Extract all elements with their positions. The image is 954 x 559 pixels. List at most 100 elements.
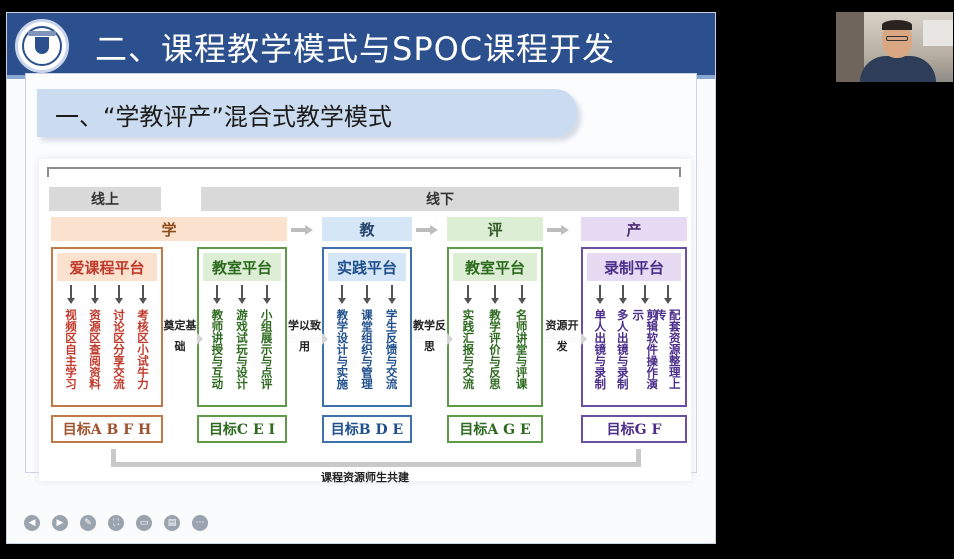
arrow-down-icon (362, 285, 372, 305)
slide-title: 二、课程教学模式与SPOC课程开发 (95, 30, 616, 68)
arrow-down-icon (337, 285, 347, 305)
platform-items: 教学设计与实施课堂组织与管理学生反馈与交流 (330, 285, 404, 399)
connector-arrow: 奠定基础 (163, 315, 203, 359)
slide-header: 二、课程教学模式与SPOC课程开发 (7, 13, 715, 79)
camera-icon-glyph: ▭ (136, 515, 152, 531)
platform-item-text: 配套资源整理上传 (653, 308, 682, 390)
more-icon[interactable]: ⋯ (189, 512, 211, 534)
platform-item-text: 讨论区分享交流 (112, 309, 126, 390)
goal-box: 目标A G E (447, 415, 543, 443)
arrow-down-icon (138, 285, 148, 305)
platform-item-text: 名师讲堂与评课 (514, 309, 529, 390)
platform-item-text: 教学评价与反思 (487, 309, 502, 390)
platform-item: 教师讲授与互动 (207, 285, 227, 399)
arrow-down-icon (663, 285, 673, 305)
platform-items: 教师讲授与互动游戏试玩与设计小组展示与点评 (205, 285, 279, 399)
arrow-down-icon (517, 285, 527, 305)
lane-online: 线上 (49, 187, 161, 211)
connector-label: 教学反思 (412, 315, 447, 357)
phase-arrow-icon (416, 225, 438, 235)
goal-box: 目标B D E (322, 415, 412, 443)
platform-item: 名师讲堂与评课 (512, 285, 532, 399)
screenshot-icon-glyph: ⛶ (108, 515, 124, 531)
platform-title: 实践平台 (328, 253, 406, 281)
phase-arrow-icon (291, 225, 313, 235)
arrow-down-icon (463, 285, 473, 305)
top-bracket (47, 167, 681, 177)
chat-icon-glyph: ▤ (164, 515, 180, 531)
platform-item-text: 考核区小试牛力 (136, 309, 150, 390)
webcam-video (836, 12, 953, 82)
arrow-down-icon (618, 285, 628, 305)
platform-box: 教室平台教师讲授与互动游戏试玩与设计小组展示与点评 (197, 247, 287, 407)
platform-title: 教室平台 (203, 253, 281, 281)
next-icon-glyph: ▶ (52, 515, 68, 531)
subtitle-banner: 一、“学教评产”混合式教学模式 (37, 89, 577, 137)
platform-items: 单人出镜与录制多人出镜与录制剪辑软件操作演示配套资源整理上传 (589, 285, 682, 399)
platform-item-text: 教师讲授与互动 (210, 309, 225, 390)
chat-icon[interactable]: ▤ (161, 512, 183, 534)
platform-item-text: 剪辑软件操作演示 (631, 308, 660, 390)
platform-item: 教学评价与反思 (485, 285, 505, 399)
connector-arrow: 教学反思 (412, 315, 453, 359)
platform-box: 实践平台教学设计与实施课堂组织与管理学生反馈与交流 (322, 247, 412, 407)
lane-offline: 线下 (201, 187, 679, 211)
connector-arrow: 资源开发 (543, 315, 587, 359)
university-logo (15, 19, 69, 73)
more-icon-glyph: ⋯ (192, 515, 208, 531)
pen-icon-glyph: ✎ (80, 515, 96, 531)
platform-item: 讨论区分享交流 (109, 285, 129, 399)
screenshot-icon[interactable]: ⛶ (105, 512, 127, 534)
arrow-down-icon (114, 285, 124, 305)
phase-2: 教 (322, 217, 412, 241)
prev-icon[interactable]: ◀ (21, 512, 43, 534)
next-icon[interactable]: ▶ (49, 512, 71, 534)
platform-item-text: 课堂组织与管理 (359, 309, 374, 390)
teaching-model-diagram: 线上 线下 学教评产 爱课程平台视频区自主学习资源区查阅资料讨论区分享交流考核区… (39, 159, 691, 484)
arrow-down-icon (212, 285, 222, 305)
platform-item-text: 多人出镜与录制 (615, 309, 630, 390)
goal-box: 目标A B F H (51, 415, 163, 443)
subtitle-text: 一、“学教评产”混合式教学模式 (55, 103, 392, 131)
platform-item-text: 资源区查阅资料 (88, 309, 102, 390)
phase-arrow-icon (547, 225, 569, 235)
arrow-down-icon (90, 285, 100, 305)
cobuild-bracket (111, 449, 641, 467)
connector-label: 资源开发 (543, 315, 581, 357)
platform-item-text: 游戏试玩与设计 (234, 309, 249, 390)
platform-item: 多人出镜与录制 (613, 285, 633, 399)
cobuild-label: 课程资源师生共建 (321, 471, 409, 484)
platform-item-text: 单人出镜与录制 (593, 309, 608, 390)
arrow-down-icon (237, 285, 247, 305)
platform-item: 实践汇报与交流 (458, 285, 478, 399)
arrow-down-icon (640, 285, 650, 305)
platform-items: 视频区自主学习资源区查阅资料讨论区分享交流考核区小试牛力 (59, 285, 155, 399)
pen-icon[interactable]: ✎ (77, 512, 99, 534)
arrow-down-icon (490, 285, 500, 305)
platform-item: 小组展示与点评 (257, 285, 277, 399)
arrow-down-icon (262, 285, 272, 305)
platform-box: 教室平台实践汇报与交流教学评价与反思名师讲堂与评课 (447, 247, 543, 407)
platform-item: 学生反馈与交流 (382, 285, 402, 399)
goal-box: 目标C E I (197, 415, 287, 443)
platform-item-text: 教学设计与实施 (335, 309, 350, 390)
arrow-down-icon (595, 285, 605, 305)
slide: 二、课程教学模式与SPOC课程开发 一、“学教评产”混合式教学模式 线上 线下 … (6, 12, 716, 544)
platform-item: 考核区小试牛力 (133, 285, 153, 399)
platform-item: 课堂组织与管理 (357, 285, 377, 399)
platform-items: 实践汇报与交流教学评价与反思名师讲堂与评课 (455, 285, 535, 399)
platform-item: 剪辑软件操作演示 (631, 285, 659, 399)
platform-title: 教室平台 (453, 253, 537, 281)
platform-item: 单人出镜与录制 (590, 285, 610, 399)
platform-item-text: 小组展示与点评 (259, 309, 274, 390)
arrow-down-icon (387, 285, 397, 305)
platform-item: 游戏试玩与设计 (232, 285, 252, 399)
player-toolbar: ◀ ▶ ✎ ⛶ ▭ ▤ ⋯ (21, 511, 221, 535)
phase-4: 产 (581, 217, 687, 241)
arrow-down-icon (66, 285, 76, 305)
camera-icon[interactable]: ▭ (133, 512, 155, 534)
phase-1: 学 (51, 217, 287, 241)
platform-item-text: 学生反馈与交流 (384, 309, 399, 390)
platform-item: 教学设计与实施 (332, 285, 352, 399)
phase-3: 评 (447, 217, 543, 241)
